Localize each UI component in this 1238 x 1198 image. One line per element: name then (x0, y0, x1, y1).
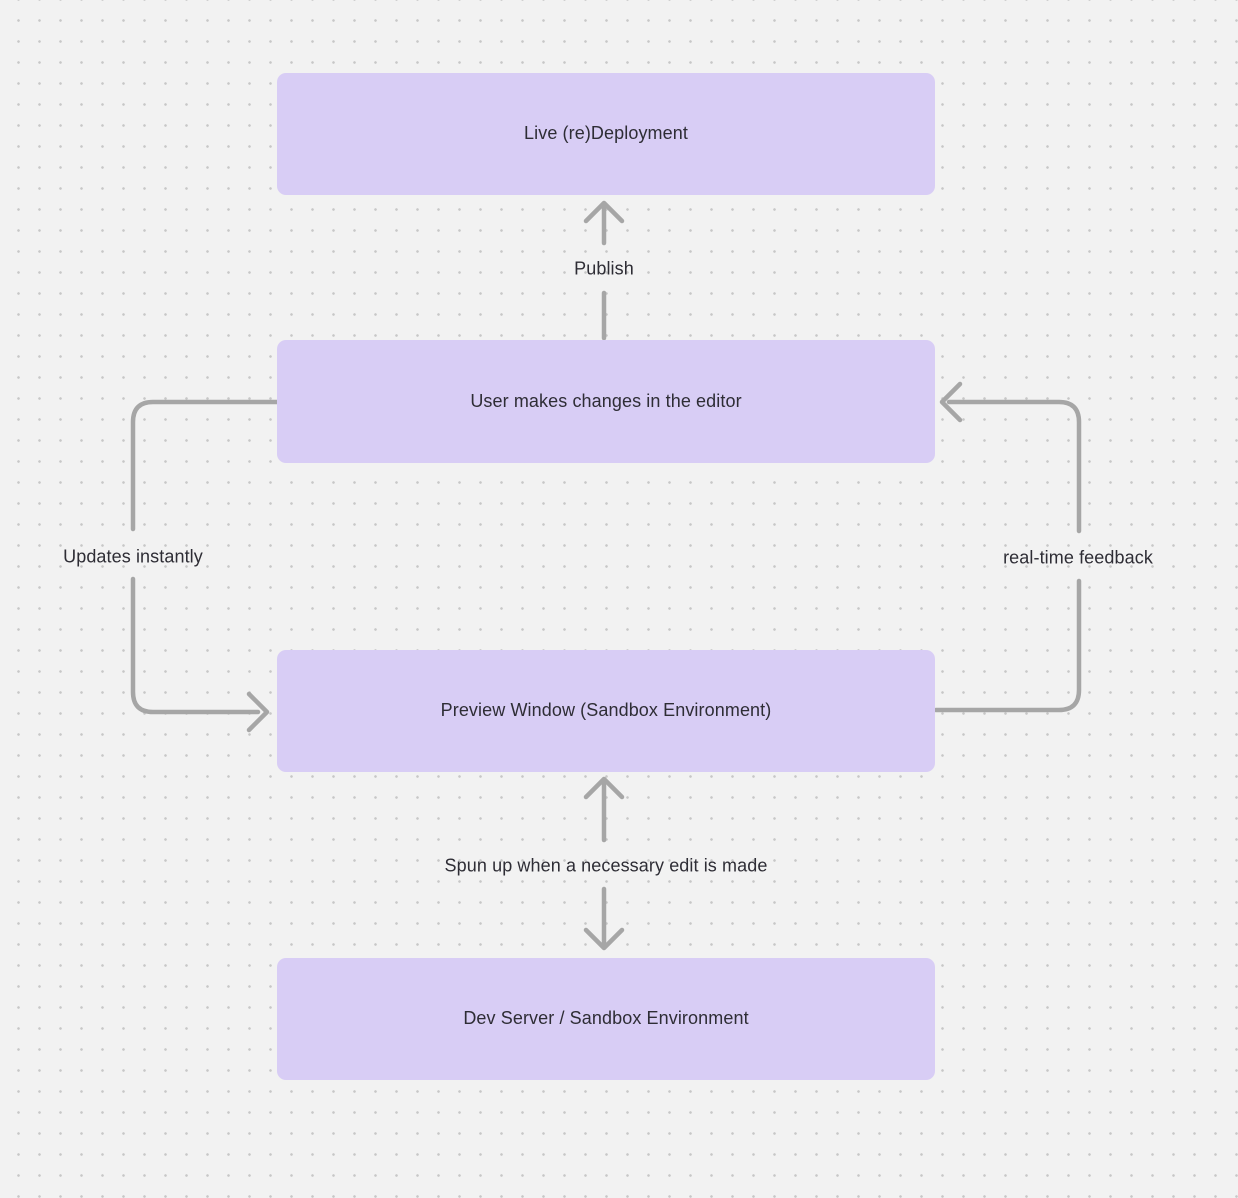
edge-label-realtime-feedback: real-time feedback (1003, 547, 1153, 568)
node-label: Live (re)Deployment (524, 123, 688, 144)
node-user-editor: User makes changes in the editor (277, 340, 935, 463)
node-preview-window: Preview Window (Sandbox Environment) (277, 650, 935, 772)
edge-label-updates-instantly: Updates instantly (63, 546, 203, 567)
edge-label-spun-up: Spun up when a necessary edit is made (444, 855, 768, 876)
edge-label-publish: Publish (574, 258, 634, 279)
node-label: Dev Server / Sandbox Environment (463, 1008, 749, 1029)
node-label: Preview Window (Sandbox Environment) (440, 700, 772, 721)
node-label: User makes changes in the editor (470, 390, 742, 411)
node-live-deployment: Live (re)Deployment (277, 73, 935, 195)
node-dev-server: Dev Server / Sandbox Environment (277, 958, 935, 1080)
